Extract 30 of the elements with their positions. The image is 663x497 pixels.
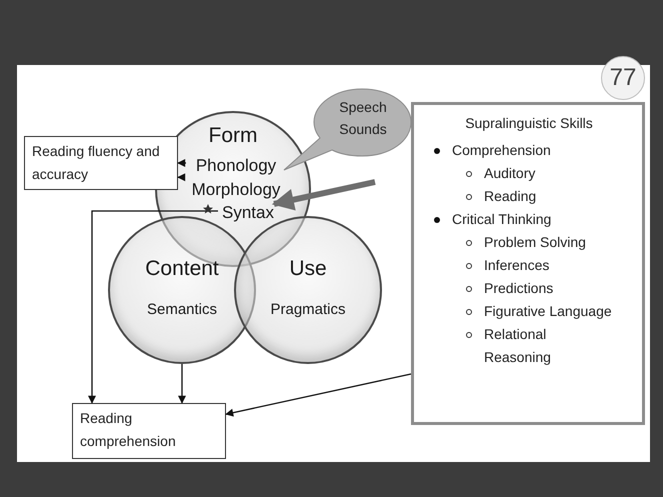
- arrow: [178, 364, 186, 404]
- list-item: Problem Solving: [484, 233, 586, 252]
- list-item: Inferences: [484, 256, 550, 275]
- term-label: Phonology: [188, 153, 284, 177]
- circle-label: Pragmatics: [270, 300, 346, 320]
- list-item: Predictions: [484, 279, 554, 298]
- bubble-text: Speech Sounds: [338, 98, 388, 139]
- arrow: [272, 179, 376, 210]
- list-item: Comprehension: [452, 141, 551, 160]
- outcome-box: [24, 136, 178, 190]
- arrow: [177, 159, 186, 167]
- box-text: Reading fluency and accuracy: [32, 142, 161, 184]
- list-item: Auditory: [484, 164, 536, 183]
- list-item: Reading: [484, 187, 536, 206]
- circle-label: Form: [208, 123, 258, 149]
- arrow: [88, 210, 218, 404]
- list-item: Figurative Language: [484, 302, 612, 321]
- term-label: Morphology: [182, 177, 290, 201]
- circle-label: Semantics: [146, 300, 218, 320]
- list-item: Critical Thinking: [452, 210, 552, 229]
- skills-panel: [411, 102, 645, 425]
- circle-label: Content: [145, 256, 219, 282]
- box-text: Reading comprehension: [80, 409, 177, 451]
- panel-heading: Supralinguistic Skills: [464, 114, 594, 133]
- circle-label: Use: [289, 256, 327, 282]
- list-item: Relational Reasoning: [484, 325, 552, 367]
- arrow: [225, 373, 412, 417]
- term-label: Syntax: [220, 200, 276, 224]
- outcome-box: [72, 403, 226, 459]
- arrow: [177, 173, 186, 182]
